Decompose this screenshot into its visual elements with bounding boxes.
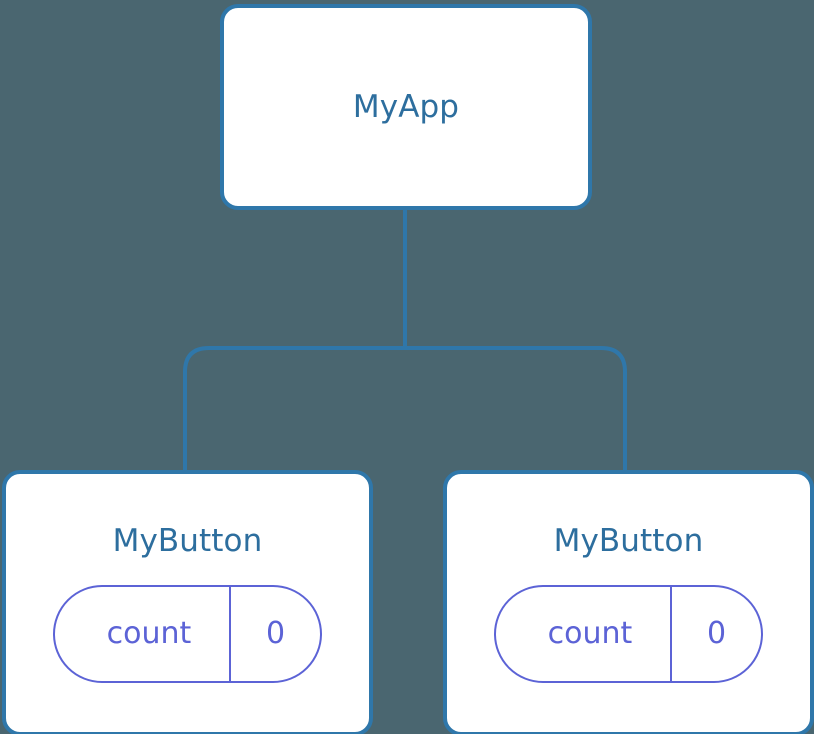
node-title: MyButton	[112, 523, 263, 559]
state-value: 0	[229, 587, 320, 681]
node-title: MyApp	[352, 88, 460, 125]
state-key: count	[547, 616, 633, 651]
node-title: MyButton	[553, 523, 704, 559]
node-mybutton-right[interactable]: MyButton count 0	[443, 470, 814, 734]
connector-right-branch	[405, 346, 627, 472]
state-key: count	[106, 616, 192, 651]
state-pill[interactable]: count 0	[494, 585, 763, 683]
state-value: 0	[670, 587, 761, 681]
node-mybutton-left[interactable]: MyButton count 0	[2, 470, 373, 734]
node-myapp[interactable]: MyApp	[220, 4, 592, 210]
connector-left-branch	[183, 346, 405, 472]
state-pill[interactable]: count 0	[53, 585, 322, 683]
